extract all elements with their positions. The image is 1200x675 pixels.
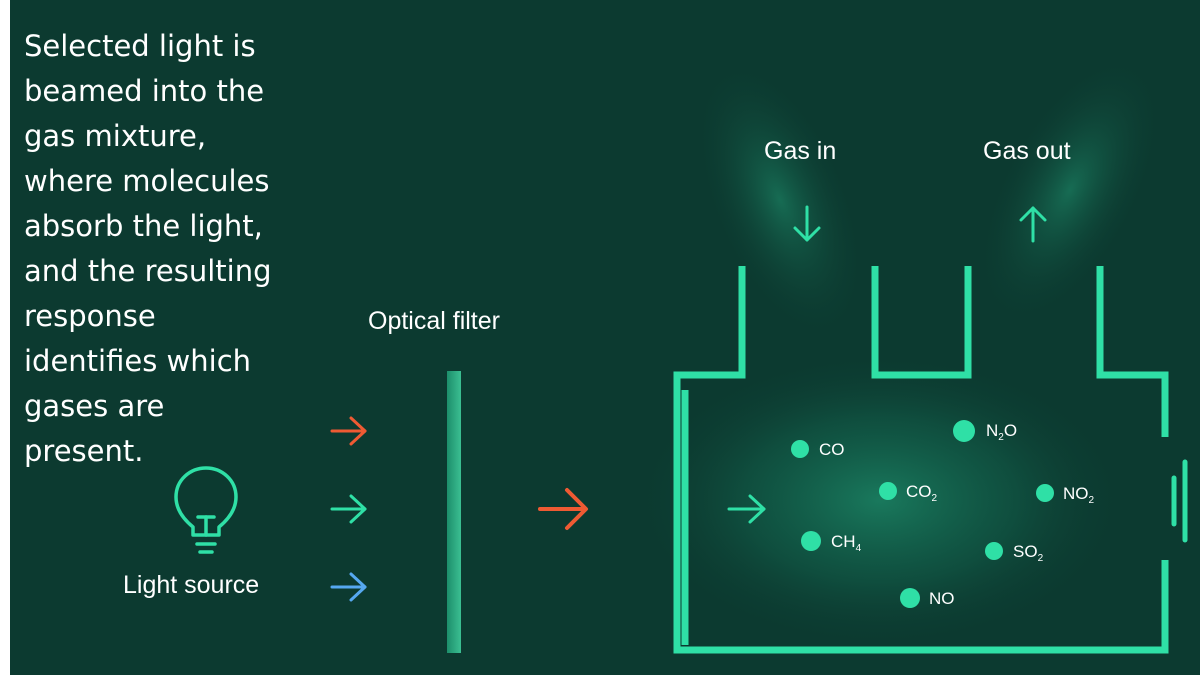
diagram-graphics: [174, 53, 1188, 654]
molecule-dot-ch4: [801, 531, 821, 551]
description-text: Selected light is beamed into the gas mi…: [24, 24, 314, 474]
arrow-right-icon: [330, 494, 367, 524]
molecule-formula: CH: [831, 532, 856, 551]
molecule-formula: CO: [819, 440, 845, 459]
description-line: Selected light is: [24, 29, 256, 63]
molecule-label-so2: SO2: [1013, 542, 1043, 564]
molecule-formula: N: [986, 421, 999, 440]
chamber-glow: [630, 350, 1130, 650]
molecule-formula-tail: O: [1003, 421, 1018, 440]
molecule-dot-no2: [1036, 484, 1054, 502]
description-line: present.: [24, 434, 144, 468]
molecule-label-no2: NO2: [1063, 484, 1094, 506]
arrow-right-icon: [330, 572, 367, 602]
arrow-down-icon: [793, 205, 821, 242]
molecule-label-co2: CO2: [906, 482, 937, 504]
molecule-label-no: NO: [929, 589, 955, 609]
molecule-subscript: 2: [931, 493, 938, 504]
molecule-subscript: 4: [855, 543, 862, 554]
molecule-dot-n2o: [953, 420, 975, 442]
molecule-dot-so2: [985, 542, 1003, 560]
description-line: identifies which: [24, 344, 252, 378]
molecule-dot-co2: [879, 482, 897, 500]
description-line: response: [24, 299, 156, 333]
molecule-label-co: CO: [819, 440, 845, 460]
light-source-label: Light source: [123, 571, 260, 599]
optical-filter-label: Optical filter: [368, 307, 500, 335]
optical-filter-plate: [447, 371, 461, 653]
molecule-subscript: 2: [1037, 553, 1044, 564]
molecule-dot-co: [791, 440, 809, 458]
description-line: absorb the light,: [24, 209, 263, 243]
gas-out-label: Gas out: [983, 137, 1071, 165]
diagram-canvas: Selected light is beamed into the gas mi…: [10, 0, 1200, 675]
molecule-formula: NO: [1063, 484, 1089, 503]
molecule-subscript: 2: [1088, 495, 1095, 506]
arrow-right-icon: [330, 416, 367, 446]
description-line: beamed into the: [24, 74, 265, 108]
gas-chamber: [673, 266, 1169, 654]
molecule-formula: CO: [906, 482, 932, 501]
molecule-subscript: 2: [998, 432, 1004, 443]
gas-out-plume: [976, 53, 1164, 327]
description-line: gases are: [24, 389, 165, 423]
molecule-dot-no: [900, 588, 920, 608]
molecule-label-n2o: N2O: [986, 421, 1017, 443]
molecule-formula: SO: [1013, 542, 1038, 561]
arrow-up-icon: [1019, 206, 1047, 243]
description-line: gas mixture,: [24, 119, 207, 153]
description-line: where molecules: [24, 164, 270, 198]
description-line: and the resulting: [24, 254, 272, 288]
lightbulb-icon: [174, 466, 238, 554]
molecule-label-ch4: CH4: [831, 532, 861, 554]
arrow-right-icon: [727, 494, 766, 524]
detector-icon: [1171, 459, 1188, 543]
gas-in-label: Gas in: [764, 137, 837, 165]
gas-in-plume: [694, 58, 866, 342]
molecule-formula: NO: [929, 589, 955, 608]
arrow-right-icon: [538, 488, 588, 530]
